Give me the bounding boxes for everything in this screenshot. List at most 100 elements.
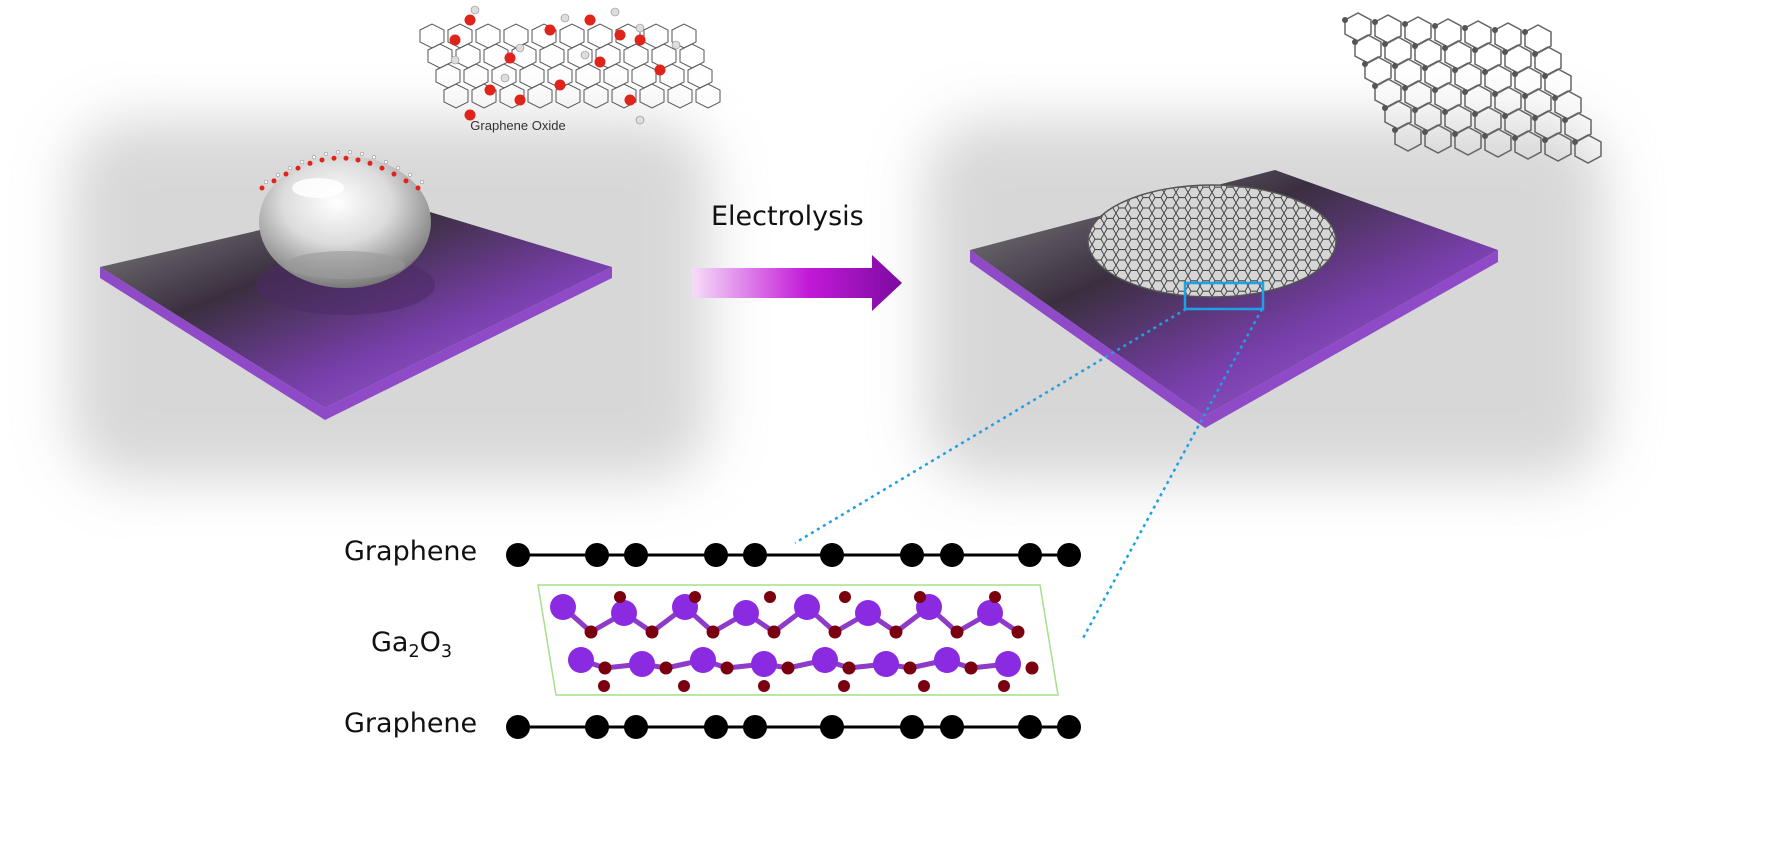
oxygen-atom xyxy=(964,661,978,675)
carbon-ring xyxy=(1414,38,1442,68)
gallium-atom xyxy=(977,600,1003,626)
carbon-ring xyxy=(1354,34,1382,64)
carbon-atom xyxy=(704,543,728,567)
gallium-atom xyxy=(995,651,1021,677)
carbon-ring xyxy=(1394,122,1422,152)
carbon-ring xyxy=(667,83,693,109)
carbon-ring xyxy=(567,43,593,69)
oxygen-atom xyxy=(367,160,373,166)
oxygen-atom xyxy=(514,94,526,106)
carbon-atom xyxy=(1362,61,1368,67)
carbon-atom xyxy=(1442,45,1448,51)
carbon-atom xyxy=(1482,133,1488,139)
carbon-ring xyxy=(1454,62,1482,92)
carbon-ring xyxy=(1564,112,1592,142)
carbon-ring xyxy=(1424,124,1452,154)
oxygen-atom xyxy=(758,680,770,692)
carbon-atom xyxy=(1542,137,1548,143)
carbon-atom xyxy=(1402,85,1408,91)
ga2o3-label-o: O xyxy=(419,627,441,658)
carbon-ring xyxy=(1524,88,1552,118)
carbon-atom xyxy=(820,715,844,739)
oxygen-atom xyxy=(989,591,1001,603)
carbon-ring xyxy=(555,83,581,109)
carbon-atom xyxy=(1532,51,1538,57)
oxygen-atom xyxy=(307,160,313,166)
carbon-atom xyxy=(1482,69,1488,75)
oxygen-atom xyxy=(659,661,673,675)
oxygen-atom xyxy=(950,625,964,639)
oxygen-atom xyxy=(839,591,851,603)
carbon-atom xyxy=(940,715,964,739)
graphene-oxide-molecule xyxy=(419,5,721,125)
oxygen-atom xyxy=(654,64,666,76)
carbon-ring xyxy=(1494,86,1522,116)
carbon-atom xyxy=(1422,129,1428,135)
oxygen-atom xyxy=(391,171,397,177)
hydrogen-atom xyxy=(335,150,341,155)
gallium-atom xyxy=(873,651,899,677)
ga2o3-label-sub-3: 3 xyxy=(440,642,453,663)
oxygen-atom xyxy=(283,171,289,177)
gallium-atom xyxy=(934,647,960,673)
carbon-atom xyxy=(1057,543,1081,567)
oxygen-atom xyxy=(634,34,646,46)
carbon-ring xyxy=(1444,104,1472,134)
oxygen-atom xyxy=(918,680,930,692)
oxygen-atom xyxy=(295,165,301,171)
gallium-atom xyxy=(568,647,594,673)
oxygen-atom xyxy=(554,79,566,91)
oxygen-atom xyxy=(403,178,409,184)
hydrogen-atom xyxy=(635,23,645,33)
carbon-ring xyxy=(519,63,545,89)
gallium-droplet xyxy=(259,156,431,288)
carbon-atom xyxy=(1372,19,1378,25)
carbon-ring xyxy=(559,23,585,49)
carbon-atom xyxy=(1402,21,1408,27)
oxygen-atom xyxy=(624,94,636,106)
oxygen-atom xyxy=(271,178,277,184)
carbon-ring xyxy=(1434,18,1462,48)
gallium-atom xyxy=(812,647,838,673)
ga2o3-label: Ga2O3 xyxy=(371,627,452,662)
hydrogen-atom xyxy=(323,151,329,156)
oxygen-atom xyxy=(828,625,842,639)
carbon-ring xyxy=(1504,108,1532,138)
unit-cell-outline xyxy=(537,584,1059,696)
oxygen-atom xyxy=(259,185,265,191)
oxygen-atom xyxy=(464,109,476,121)
carbon-ring xyxy=(1364,56,1392,86)
oxygen-atom xyxy=(331,155,337,161)
carbon-ring xyxy=(1414,102,1442,132)
carbon-ring xyxy=(1344,12,1372,42)
carbon-atom xyxy=(1542,73,1548,79)
carbon-atom xyxy=(1392,63,1398,69)
carbon-atom xyxy=(1382,41,1388,47)
hydrogen-atom xyxy=(515,43,525,53)
carbon-ring xyxy=(1544,68,1572,98)
carbon-ring xyxy=(1514,130,1542,160)
carbon-atom xyxy=(1472,47,1478,53)
carbon-ring xyxy=(583,83,609,109)
hydrogen-atom xyxy=(407,172,413,177)
oxygen-atom xyxy=(584,14,596,26)
carbon-atom xyxy=(1562,117,1568,123)
oxygen-atom xyxy=(914,591,926,603)
oxygen-atom xyxy=(544,24,556,36)
oxygen-atom xyxy=(767,625,781,639)
carbon-ring xyxy=(651,43,677,69)
carbon-ring xyxy=(679,43,705,69)
carbon-ring xyxy=(1374,78,1402,108)
carbon-ring xyxy=(1444,40,1472,70)
oxygen-atom xyxy=(614,591,626,603)
carbon-ring xyxy=(1484,128,1512,158)
hydrogen-atom xyxy=(359,151,365,156)
carbon-atom xyxy=(1432,87,1438,93)
carbon-ring xyxy=(587,23,613,49)
gallium-atom xyxy=(550,594,576,620)
oxygen-atom xyxy=(903,661,917,675)
oxygen-atom xyxy=(645,625,659,639)
carbon-ring xyxy=(1544,132,1572,162)
hydrogen-atom xyxy=(470,5,480,15)
carbon-atom xyxy=(1342,17,1348,23)
